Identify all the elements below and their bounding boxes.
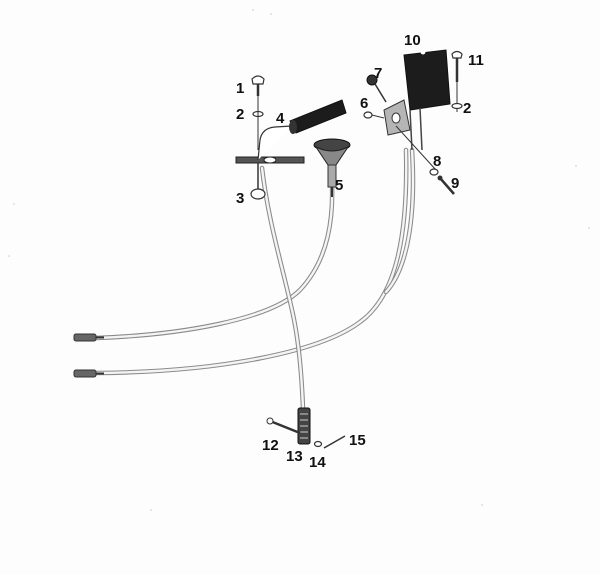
callout-12: 12: [262, 437, 279, 454]
callout-10: 10: [404, 32, 421, 49]
cable-right-drop: [383, 147, 416, 295]
scan-speckles: [8, 9, 590, 511]
callout-7: 7: [374, 65, 382, 82]
part-5-boot: [313, 138, 351, 197]
part-8-washer: [395, 125, 439, 176]
callout-4: 4: [276, 110, 285, 127]
part-11-screw: [451, 50, 463, 112]
cable-end-lower: [73, 369, 104, 378]
part-14-washer: [313, 440, 323, 448]
callout-6: 6: [360, 95, 368, 112]
callout-3: 3: [236, 190, 244, 207]
cable-center-down: [259, 165, 306, 411]
callout-13: 13: [286, 448, 303, 465]
callout-5: 5: [335, 177, 343, 194]
part-13-adjuster: [297, 407, 311, 445]
callout-8: 8: [433, 153, 441, 170]
part-bracket-plate: [235, 156, 305, 164]
part-10-control-box: [383, 49, 451, 151]
part-15-cotter: [323, 435, 346, 449]
callout-2-right: 2: [463, 100, 471, 117]
callout-11: 11: [468, 52, 484, 69]
part-1-screw: [251, 75, 265, 96]
part-4-lever: [257, 99, 347, 161]
part-3-nut: [250, 163, 266, 200]
callout-15: 15: [349, 432, 366, 449]
callout-1: 1: [236, 80, 244, 97]
part-12-pin: [266, 417, 301, 435]
callout-9: 9: [451, 175, 459, 192]
cable-end-upper: [73, 333, 104, 342]
callout-2-left: 2: [236, 106, 244, 123]
callout-14: 14: [309, 454, 326, 471]
part-2-washer-right: [451, 102, 463, 110]
cable-lower-left: [93, 147, 409, 376]
cable-upper-left: [93, 182, 335, 341]
part-6-clip: [363, 111, 385, 119]
part-7-knob: [366, 74, 387, 103]
part-9-screw: [437, 175, 455, 195]
